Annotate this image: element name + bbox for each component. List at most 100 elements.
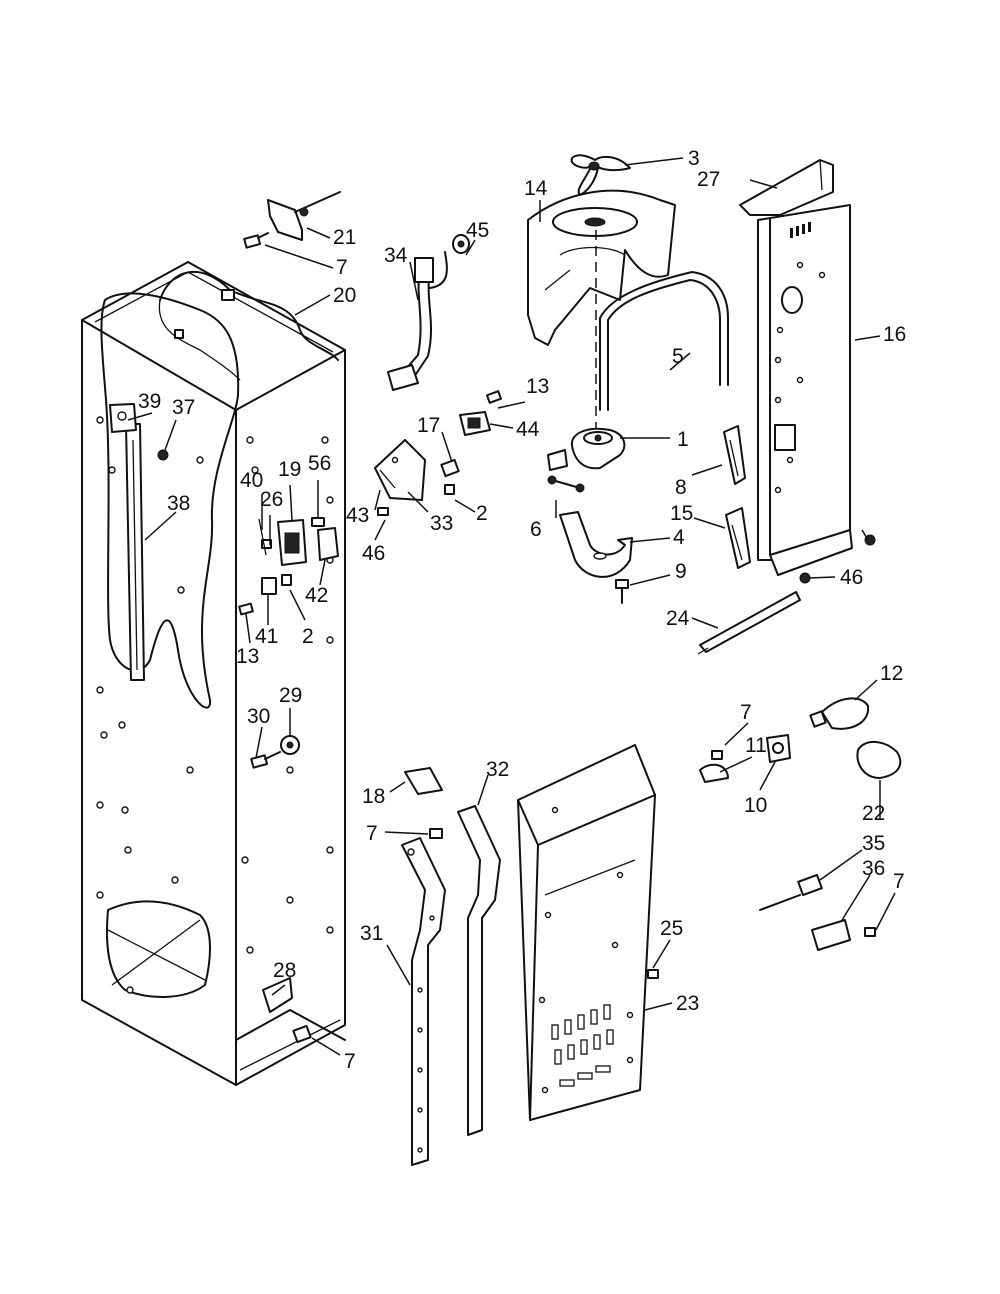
callout-8: 8 bbox=[675, 476, 687, 499]
callout-19: 19 bbox=[278, 458, 301, 481]
fan-motor-1 bbox=[547, 427, 626, 471]
callout-39: 39 bbox=[138, 390, 161, 413]
callout-18: 18 bbox=[362, 785, 385, 808]
callout-1: 1 bbox=[677, 428, 689, 451]
callout-29: 29 bbox=[279, 684, 302, 707]
part-2-upper bbox=[444, 484, 455, 495]
harness-34 bbox=[387, 251, 448, 391]
callout-40: 40 bbox=[240, 469, 263, 492]
callout-16: 16 bbox=[883, 323, 906, 346]
callout-23: 23 bbox=[676, 992, 699, 1015]
rear-panel-16 bbox=[757, 204, 853, 576]
screw-7-lamp bbox=[711, 750, 723, 760]
callout-26: 26 bbox=[260, 488, 283, 511]
screw-46-right-a bbox=[864, 534, 876, 546]
callout-labels: 3 14 27 21 7 20 34 45 5 16 13 44 1 17 43… bbox=[138, 147, 906, 1073]
callout-27: 27 bbox=[697, 168, 720, 191]
callout-35: 35 bbox=[862, 832, 885, 855]
gasket-5 bbox=[599, 271, 729, 411]
callout-45: 45 bbox=[466, 219, 489, 242]
screw-25 bbox=[647, 969, 659, 979]
part-6 bbox=[547, 475, 585, 493]
callout-46-left: 46 bbox=[362, 542, 385, 565]
callout-7-top: 7 bbox=[336, 256, 348, 279]
callout-14: 14 bbox=[524, 177, 548, 200]
callout-9: 9 bbox=[675, 560, 687, 583]
callout-6: 6 bbox=[530, 518, 542, 541]
strip-24 bbox=[697, 591, 801, 655]
callout-7-base: 7 bbox=[344, 1050, 356, 1073]
callout-44: 44 bbox=[516, 418, 540, 441]
callout-12: 12 bbox=[880, 662, 903, 685]
callout-46-right: 46 bbox=[840, 566, 863, 589]
fan-shroud-14 bbox=[527, 189, 676, 346]
screw-7-top bbox=[243, 232, 269, 249]
callout-5: 5 bbox=[672, 345, 684, 368]
callout-21: 21 bbox=[333, 226, 356, 249]
callout-17: 17 bbox=[417, 414, 440, 437]
callout-32: 32 bbox=[486, 758, 509, 781]
bracket-11 bbox=[699, 763, 729, 783]
cabinet-holes bbox=[96, 416, 334, 994]
bracket-15 bbox=[725, 507, 751, 569]
rail-31 bbox=[401, 837, 446, 1166]
callout-38: 38 bbox=[167, 492, 190, 515]
callout-37: 37 bbox=[172, 396, 195, 419]
callout-33: 33 bbox=[430, 512, 453, 535]
channel-38-39 bbox=[109, 403, 169, 681]
freezer-liner-cabinet bbox=[81, 261, 346, 1086]
screw-13-upper bbox=[485, 390, 503, 404]
callout-42: 42 bbox=[305, 584, 328, 607]
callout-3: 3 bbox=[688, 147, 700, 170]
callout-4: 4 bbox=[673, 526, 685, 549]
callout-25: 25 bbox=[660, 917, 683, 940]
screw-9 bbox=[615, 579, 629, 604]
bracket-8 bbox=[723, 425, 746, 485]
leader-lines bbox=[127, 157, 896, 1056]
air-duct-panel-23 bbox=[517, 744, 656, 1121]
motor-bracket-4 bbox=[559, 511, 633, 578]
switch-36 bbox=[811, 919, 851, 951]
callout-20: 20 bbox=[333, 284, 356, 307]
callout-7-lamp: 7 bbox=[740, 701, 752, 724]
callout-22: 22 bbox=[862, 802, 885, 825]
part-27 bbox=[739, 159, 834, 216]
part-28 bbox=[262, 977, 312, 1044]
callout-7-rail: 7 bbox=[366, 822, 378, 845]
screw-46-left bbox=[377, 507, 389, 516]
connector-45 bbox=[452, 234, 470, 254]
callout-10: 10 bbox=[744, 794, 767, 817]
callout-30: 30 bbox=[247, 705, 270, 728]
lamp-cover-22 bbox=[856, 741, 902, 779]
lamp-12 bbox=[809, 697, 870, 730]
strip-32 bbox=[457, 805, 501, 1136]
callout-28: 28 bbox=[273, 959, 296, 982]
screw-7-rail bbox=[429, 828, 443, 839]
callout-13-lower: 13 bbox=[236, 645, 259, 668]
bracket-21 bbox=[267, 191, 341, 241]
callout-2-upper: 2 bbox=[476, 502, 488, 525]
part-44 bbox=[459, 411, 491, 436]
callout-56: 56 bbox=[308, 452, 331, 475]
callout-31: 31 bbox=[360, 922, 383, 945]
label-18 bbox=[404, 767, 443, 795]
callout-34: 34 bbox=[384, 244, 408, 267]
part-29-30 bbox=[250, 735, 300, 769]
callout-36: 36 bbox=[862, 857, 885, 880]
fan-blade-3 bbox=[570, 154, 631, 196]
callout-15: 15 bbox=[670, 502, 693, 525]
socket-10 bbox=[766, 734, 791, 763]
callout-24: 24 bbox=[666, 607, 690, 630]
screw-7-switch bbox=[864, 927, 876, 937]
cover-33 bbox=[374, 439, 426, 501]
callout-13-upper: 13 bbox=[526, 375, 549, 398]
callout-43: 43 bbox=[346, 504, 369, 527]
sensor-35 bbox=[759, 874, 823, 911]
part-17 bbox=[440, 458, 460, 478]
callout-11: 11 bbox=[745, 734, 767, 757]
callout-2-lower: 2 bbox=[302, 625, 314, 648]
callout-41: 41 bbox=[255, 625, 278, 648]
callout-7-switch: 7 bbox=[893, 870, 905, 893]
